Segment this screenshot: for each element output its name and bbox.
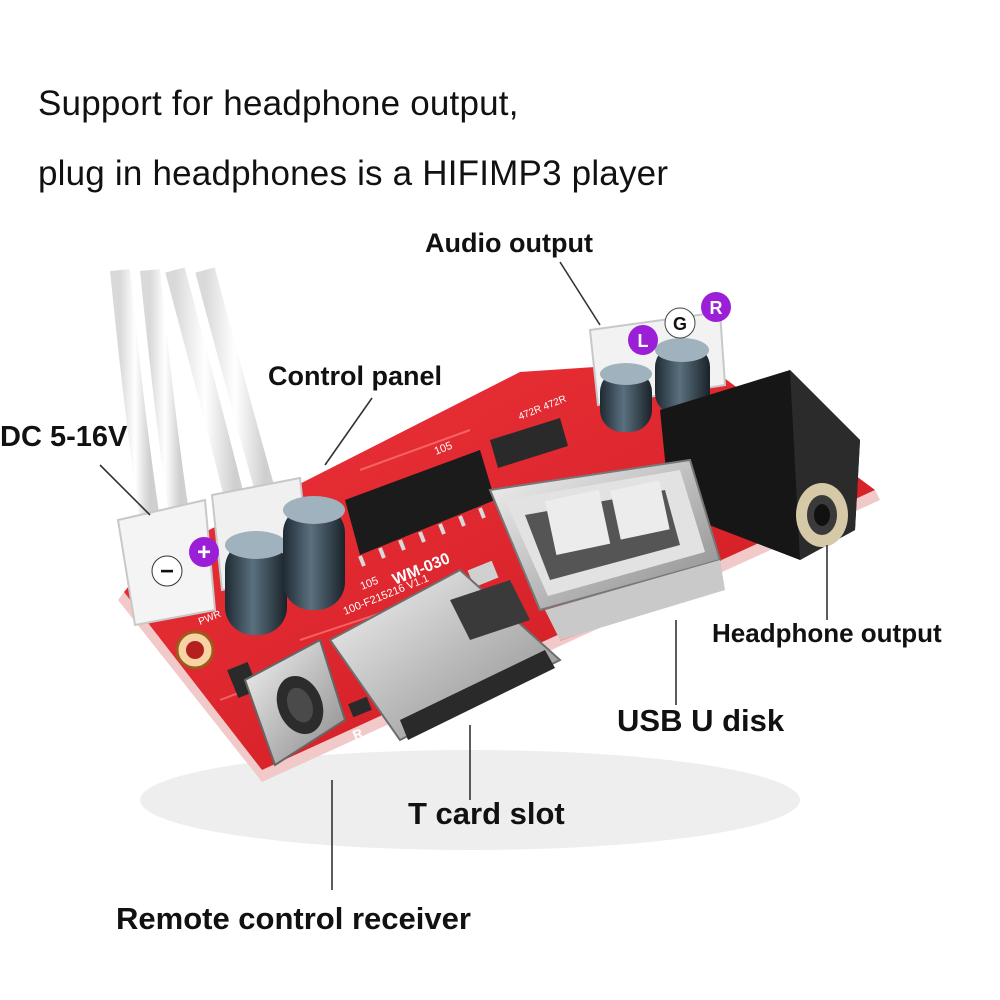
- ground-badge: [664, 307, 696, 339]
- ic-chip: [345, 450, 495, 567]
- headline-line-2: plug in headphones is a HIFIMP3 player: [38, 154, 669, 193]
- tcard-slot: [328, 568, 562, 742]
- audio-capacitors: [600, 338, 710, 432]
- power-capacitors: [225, 496, 345, 635]
- power-wires: [110, 267, 275, 522]
- headphone-output-label: Headphone output: [712, 618, 942, 648]
- audio-output-callout-line: [559, 261, 601, 326]
- callout-lines: [99, 261, 828, 890]
- right-channel-label: R: [710, 298, 723, 318]
- right-channel-badge: [701, 292, 731, 322]
- dc-power-label: DC 5-16V: [0, 421, 128, 453]
- audio-output-label: Audio output: [425, 228, 593, 258]
- headline-line-1: Support for headphone output,: [38, 84, 519, 123]
- t-card-slot-label: T card slot: [408, 796, 565, 831]
- minus-badge: [151, 555, 183, 587]
- plus-badge-label: +: [197, 539, 211, 566]
- remote-receiver-label: Remote control receiver: [116, 901, 471, 936]
- usb-port: [488, 458, 725, 640]
- control-panel-label: Control panel: [268, 361, 442, 391]
- control-panel-callout-line: [324, 397, 373, 466]
- left-channel-badge: [628, 325, 658, 355]
- minus-badge-label: −: [160, 558, 174, 585]
- ground-label: G: [673, 314, 687, 334]
- usb-disk-label: USB U disk: [617, 703, 785, 738]
- headphone-jack: [660, 370, 860, 560]
- plus-badge: [189, 537, 219, 567]
- dc-power-callout-line: [99, 464, 151, 516]
- ir-receiver: [243, 638, 347, 767]
- mounting-hole-center: [186, 641, 204, 659]
- left-channel-label: L: [638, 331, 649, 351]
